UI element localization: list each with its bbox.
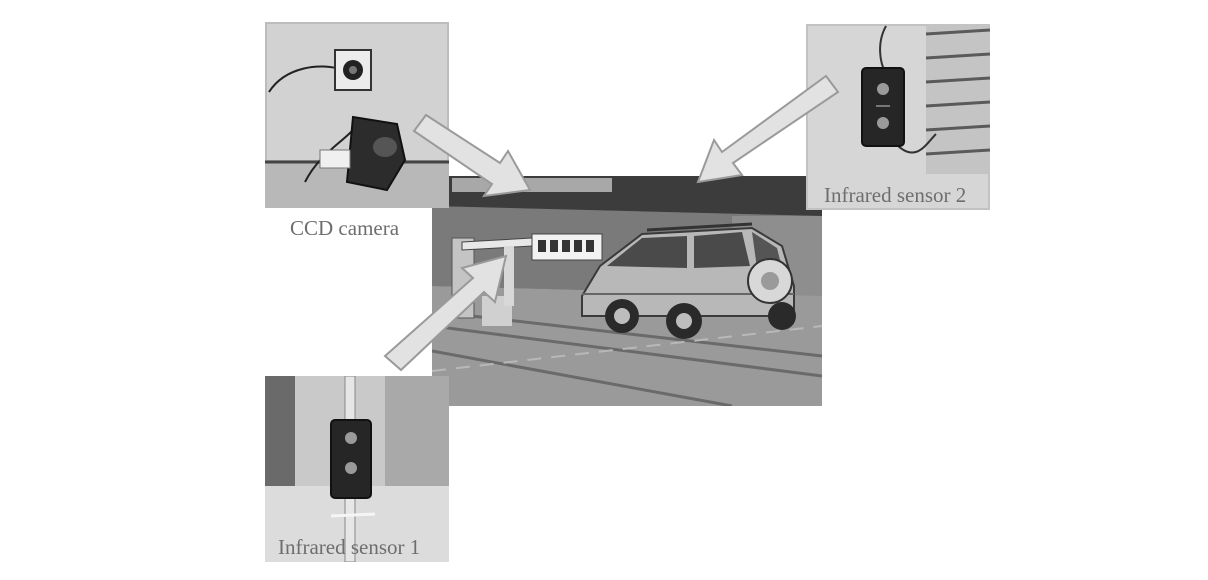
ccd-camera-photo <box>265 22 449 208</box>
infrared-sensor-1-photo <box>265 376 449 562</box>
infrared-sensor-2-label: Infrared sensor 2 <box>824 183 967 207</box>
parking-entrance-photo <box>432 176 822 406</box>
ccd-camera-label: CCD camera <box>290 216 400 240</box>
infrared-sensor-2-photo <box>806 24 990 210</box>
infrared-sensor-1-label: Infrared sensor 1 <box>278 535 421 559</box>
